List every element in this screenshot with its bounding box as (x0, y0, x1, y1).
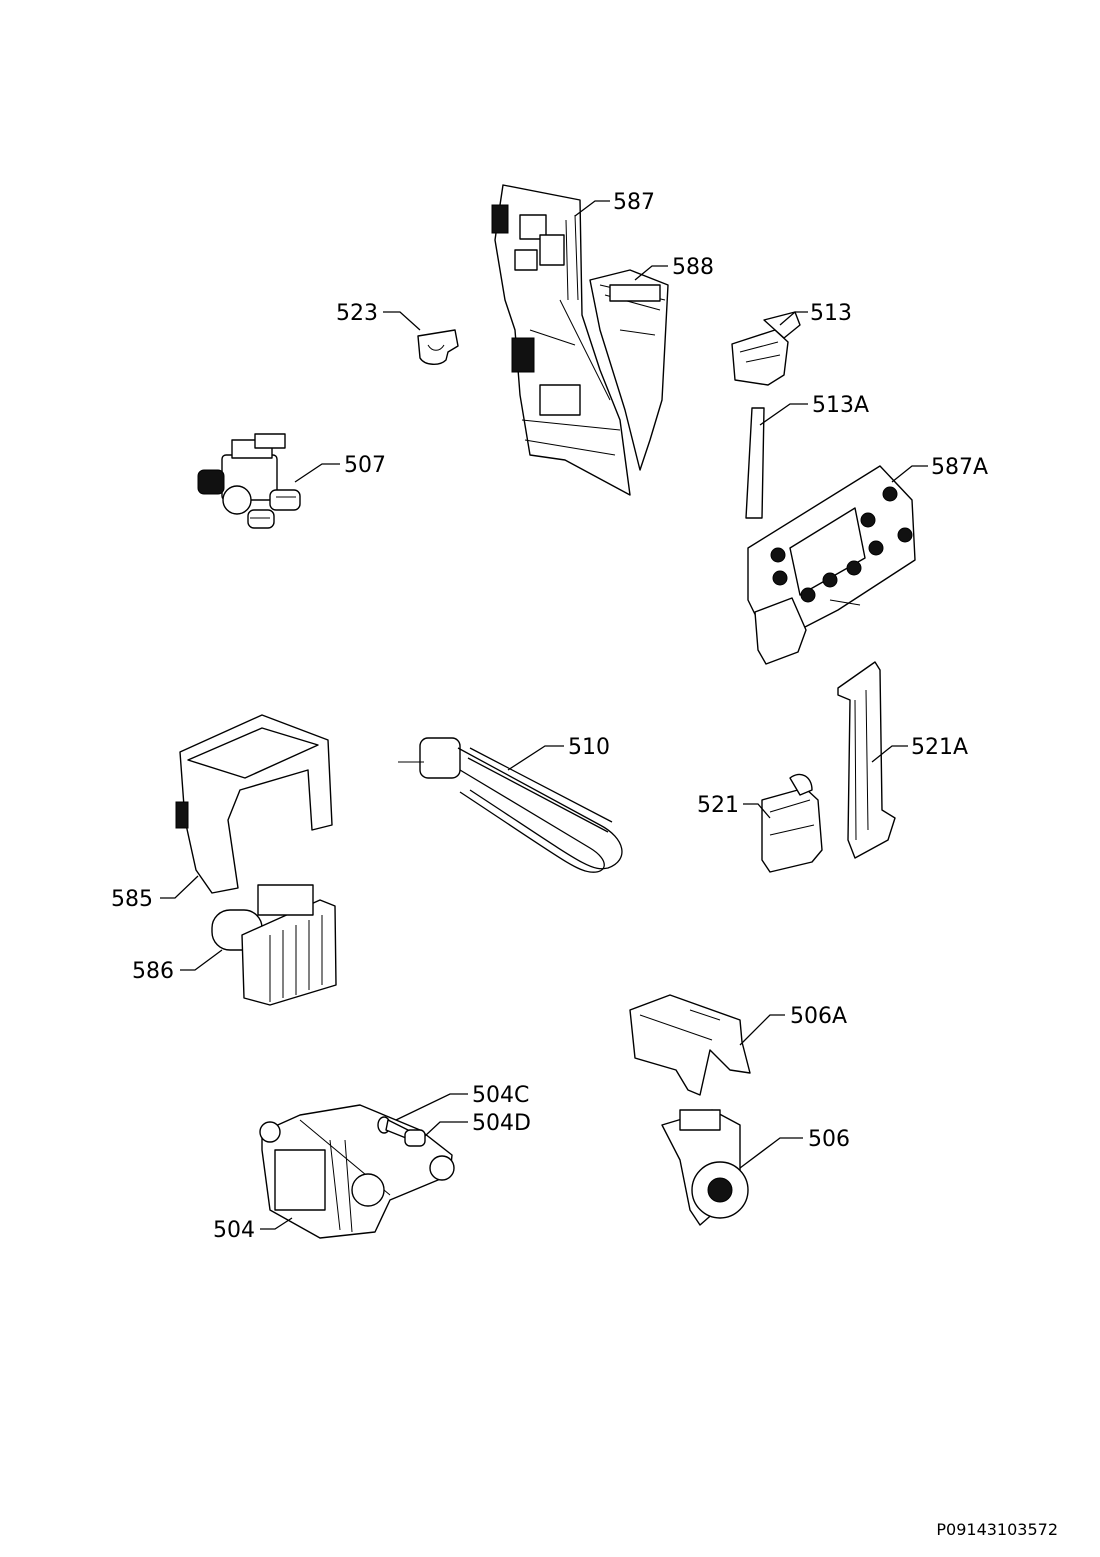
callout-588: 588 (672, 255, 714, 280)
part-506A-pump-cover (629, 994, 751, 1096)
leader-587A (891, 465, 928, 483)
part-504C-screw (377, 1116, 409, 1139)
leader-585 (160, 875, 199, 899)
callout-521: 521 (697, 793, 739, 818)
callout-504D: 504D (472, 1111, 531, 1136)
leader-lines (160, 200, 928, 1230)
part-586-motor-controller (211, 884, 337, 1006)
callout-523: 523 (336, 301, 378, 326)
part-587-control-board (491, 184, 631, 496)
callout-506: 506 (808, 1127, 850, 1152)
part-507-inlet-valve (197, 433, 301, 529)
callout-506A: 506A (790, 1004, 847, 1029)
part-521-door-lock (761, 773, 823, 873)
document-id: P09143103572 (936, 1520, 1058, 1539)
leader-504 (260, 1217, 293, 1230)
callout-586: 586 (132, 959, 174, 984)
part-521A-bracket (837, 661, 896, 859)
callout-521A: 521A (911, 735, 968, 760)
part-504-motor (259, 1104, 455, 1239)
leader-506 (739, 1137, 803, 1169)
part-504D-bushing (404, 1129, 426, 1147)
leader-504D (424, 1121, 468, 1137)
leader-523 (383, 311, 421, 331)
callout-587: 587 (613, 190, 655, 215)
leader-507 (294, 463, 340, 483)
leader-521A (871, 745, 908, 763)
part-506-drain-pump (661, 1109, 749, 1226)
part-513A-rod (745, 407, 765, 519)
leader-513 (779, 311, 808, 326)
leader-513A (759, 403, 808, 426)
callout-504C: 504C (472, 1083, 529, 1108)
callout-507: 507 (344, 453, 386, 478)
callout-labels: 587 588 523 513 513A 507 587A 510 521A 5… (111, 190, 988, 1243)
callout-510: 510 (568, 735, 610, 760)
part-513-switch (731, 311, 801, 386)
callout-504: 504 (213, 1218, 255, 1243)
callout-585: 585 (111, 887, 153, 912)
leader-586 (180, 949, 223, 971)
part-585-cover (175, 714, 333, 894)
callout-587A: 587A (931, 455, 988, 480)
part-523-clip (417, 329, 459, 365)
part-587A-display-board (747, 465, 916, 665)
leader-504C (395, 1093, 468, 1121)
part-510-heating-element (398, 737, 623, 873)
leader-510 (507, 745, 564, 771)
leader-506A (739, 1014, 785, 1046)
callout-513A: 513A (812, 393, 869, 418)
part-588-bracket (589, 269, 669, 471)
leader-521 (743, 803, 771, 819)
leader-587 (574, 200, 610, 217)
leader-588 (634, 265, 668, 281)
callout-513: 513 (810, 301, 852, 326)
